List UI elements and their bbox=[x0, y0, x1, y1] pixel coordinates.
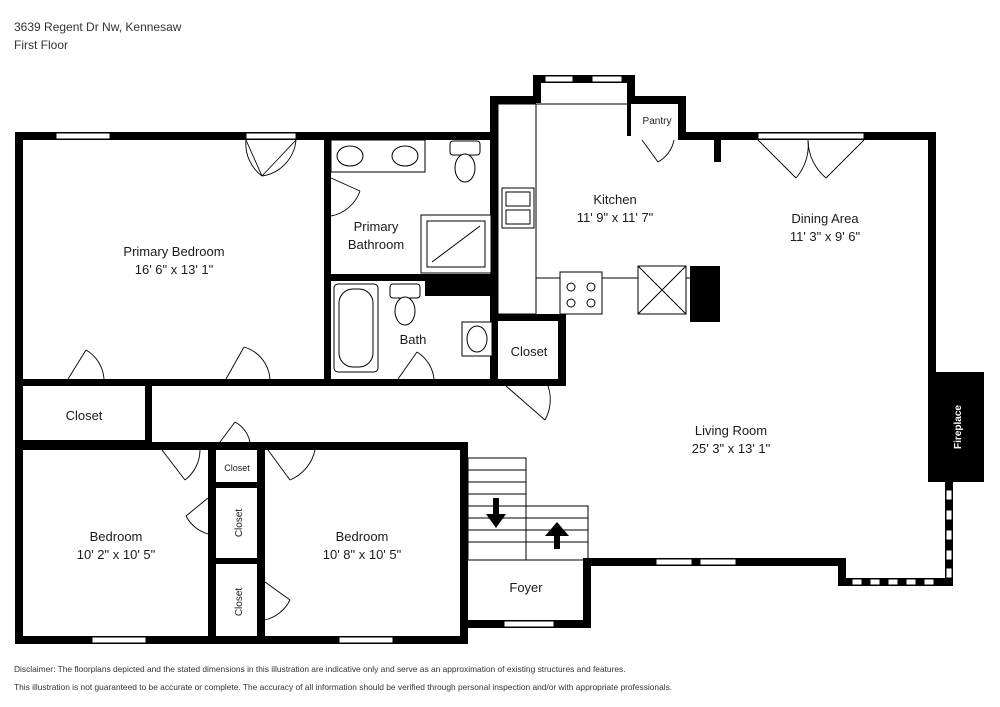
living-room-dims: 25' 3" x 13' 1" bbox=[692, 441, 771, 456]
primary-bathroom-name-1: Primary bbox=[354, 219, 399, 234]
primary-bedroom-dims: 16' 6" x 13' 1" bbox=[135, 262, 214, 277]
pantry-name: Pantry bbox=[643, 116, 672, 127]
walls bbox=[15, 75, 984, 644]
closet-left-name: Closet bbox=[66, 408, 103, 423]
primary-bedroom-name: Primary Bedroom bbox=[123, 244, 224, 259]
windows bbox=[55, 75, 953, 644]
kitchen-dims: 11' 9" x 11' 7" bbox=[577, 210, 654, 225]
bedroom-left-dims: 10' 2" x 10' 5" bbox=[77, 547, 156, 562]
primary-bathroom-name-2: Bathroom bbox=[348, 237, 404, 252]
closet-mid-name: Closet bbox=[234, 509, 245, 538]
closet-hall-name: Closet bbox=[511, 344, 548, 359]
floor-label: First Floor bbox=[14, 38, 68, 52]
bedroom-right-name: Bedroom bbox=[336, 529, 389, 544]
closet-low-name: Closet bbox=[234, 588, 245, 617]
dining-area-dims: 11' 3" x 9' 6" bbox=[790, 229, 861, 244]
room-labels: Primary Bedroom 16' 6" x 13' 1" Primary … bbox=[66, 116, 964, 616]
dining-area-name: Dining Area bbox=[791, 211, 859, 226]
door-swings bbox=[67, 139, 865, 621]
living-room-name: Living Room bbox=[695, 423, 767, 438]
address-text: 3639 Regent Dr Nw, Kennesaw bbox=[14, 20, 182, 34]
disclaimer-line-1: Disclaimer: The floorplans depicted and … bbox=[14, 664, 626, 674]
foyer-name: Foyer bbox=[509, 580, 543, 595]
fireplace-name: Fireplace bbox=[953, 405, 964, 449]
bedroom-left-name: Bedroom bbox=[90, 529, 143, 544]
closet-small-name: Closet bbox=[224, 463, 250, 473]
fixtures bbox=[330, 103, 690, 561]
kitchen-name: Kitchen bbox=[593, 192, 636, 207]
disclaimer-line-2: This illustration is not guaranteed to b… bbox=[14, 682, 673, 692]
bedroom-right-dims: 10' 8" x 10' 5" bbox=[323, 547, 402, 562]
bath-name: Bath bbox=[400, 332, 427, 347]
